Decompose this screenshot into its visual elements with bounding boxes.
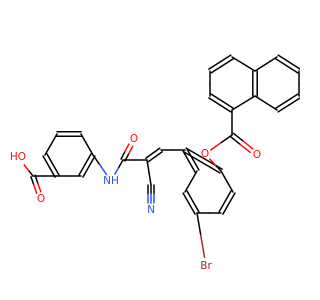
bond-cE-oC [229, 135, 242, 146]
bond-a4-a5 [46, 153, 54, 166]
atom-label-amide-oxygen: O [130, 133, 138, 145]
atom-label-ester-oxygen: O [201, 148, 209, 160]
bond-n1-c1 [114, 166, 120, 175]
bond-b7-b1 [183, 151, 203, 164]
bond-cA-oA [30, 175, 35, 186]
bond-n1a-n2a [208, 97, 221, 106]
bond-cE-oC [239, 143, 251, 154]
bond-a3-a4 [50, 133, 58, 146]
bond-a4-a5 [42, 155, 50, 168]
bond-n6a-n7a [254, 95, 267, 104]
bond-c2-c3 [147, 156, 157, 163]
bond-n7a-n8a [286, 93, 299, 102]
atom-label-amide-nitrogen: NH [103, 175, 119, 187]
bond-b5-b6 [228, 192, 236, 205]
bond-b3-b4 [188, 202, 196, 215]
bond-b4-br [196, 212, 202, 236]
atom-label-oxygen-acid-carbonyl: O [37, 193, 45, 205]
bond-n1a-n2a [221, 100, 234, 109]
bond-b7-oE [209, 158, 217, 166]
bond-c1-o1 [124, 143, 130, 153]
bond-c2-c3 [154, 151, 164, 158]
bond-a1-n1 [92, 154, 101, 166]
bond-c2-cn1 [148, 171, 152, 186]
bond-n7a-n8a [277, 104, 290, 113]
bond-a6-a1 [88, 155, 96, 168]
bond-cA-oA [33, 184, 38, 194]
bond-n7a-n8a [275, 100, 288, 109]
atom-labels: O HO NH O N O O Br [10, 133, 261, 272]
bond-n1a-n2a [210, 93, 223, 102]
atom-label-hydroxyl: HO [10, 151, 26, 163]
bond-n6a-n1a [242, 95, 256, 104]
bond-c1-o1 [120, 150, 126, 160]
bond-b5-b6 [218, 200, 226, 213]
bond-n1-c1 [118, 159, 124, 168]
bond-a1-a2 [80, 133, 88, 146]
bond-b5-b6 [224, 190, 232, 203]
bond-cA-ohA [27, 169, 34, 177]
atom-label-bromine: Br [200, 260, 212, 272]
bond-b4-br [199, 234, 206, 258]
bond-a1-a2 [86, 143, 94, 156]
bond-n9a-n10a [288, 61, 300, 70]
bond-a6-a1 [84, 153, 92, 166]
bond-b7-oE [214, 164, 222, 172]
bond-a1-n1 [98, 163, 108, 176]
bond-b1-b2 [186, 148, 194, 161]
bond-n6a-n1a [231, 102, 245, 111]
bond-c2-c3 [151, 147, 161, 154]
bond-b3-b4 [186, 190, 194, 203]
bond-n10a-n5a [254, 63, 267, 72]
bond-n10a-n5a [265, 56, 278, 65]
bond-n7a-n8a [288, 97, 300, 106]
bond-n9a-n10a [275, 58, 288, 67]
bond-oE-cE [209, 141, 223, 151]
bond-n9a-n10a [277, 54, 290, 63]
bond-a3-a4 [44, 143, 52, 156]
bond-cE-oC [242, 140, 254, 150]
bond-c2-c3 [144, 152, 154, 159]
bond-n3a-n4a [208, 61, 221, 70]
bond-cE-oC [232, 132, 244, 142]
bond-n9a-n10a [286, 65, 299, 74]
bond-b2-b3 [190, 170, 198, 183]
bond-n1a-n2a [219, 104, 232, 113]
bonds [23, 54, 300, 258]
bond-a6-a1 [78, 163, 86, 176]
bond-b6-b7 [220, 170, 228, 183]
bond-b7-b1 [203, 157, 223, 170]
bond-n3a-n4a [221, 58, 234, 67]
bond-n3a-n4a [210, 65, 223, 74]
bond-b2-b3 [184, 180, 192, 193]
bond-n6a-n7a [265, 102, 278, 111]
bond-a6-a1 [82, 165, 90, 178]
bond-n4a-n5a [242, 63, 256, 72]
bond-b7-b1 [201, 161, 221, 174]
bond-b3-b4 [182, 192, 190, 205]
bond-c2-cn1 [146, 159, 150, 174]
bond-cA-oA [37, 182, 42, 193]
bond-b5-b6 [222, 202, 230, 215]
bond-cA-ohA [23, 164, 30, 172]
bond-a4-a5 [52, 163, 60, 176]
atom-label-ester-carbonyl-oxygen: O [253, 149, 261, 161]
bond-b1-b2 [192, 158, 200, 171]
bond-b6-b7 [226, 180, 234, 193]
bond-n3a-n4a [219, 54, 232, 63]
bond-b1-b2 [188, 160, 196, 173]
bond-cA-oA [34, 174, 39, 185]
bond-n4a-n5a [231, 56, 245, 65]
chemical-structure: O HO NH O N O O Br [10, 54, 300, 272]
atom-label-nitrile-nitrogen: N [147, 204, 155, 216]
bond-b3-b4 [192, 200, 200, 213]
bond-b7-b1 [185, 147, 205, 160]
bond-c1-o1 [128, 145, 134, 155]
